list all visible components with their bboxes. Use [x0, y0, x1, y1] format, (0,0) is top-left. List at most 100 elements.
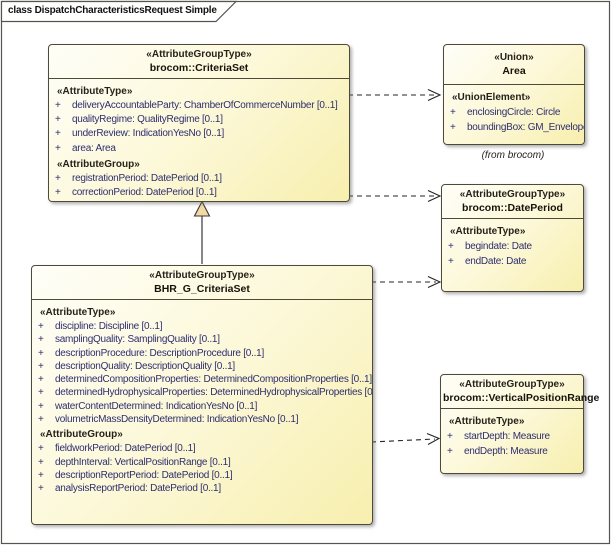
attribute-row: + endDepth: Measure: [447, 444, 581, 459]
class-box-brocom-criteriaset: «AttributeGroupType» brocom::CriteriaSet…: [48, 44, 350, 202]
class-name: brocom::CriteriaSet: [149, 62, 249, 74]
attribute-row: +descriptionQuality: DescriptionQuality …: [38, 360, 370, 373]
attribute-text: fieldworkPeriod: DatePeriod [0..1]: [55, 443, 196, 455]
class-stereotype: «AttributeGroupType»: [149, 270, 255, 281]
section-stereotype: «AttributeGroup»: [57, 158, 140, 170]
class-attributes: «AttributeType»+begindate: Date+endDate:…: [442, 219, 583, 269]
attribute-text: determinedHydrophysicalProperties: Deter…: [55, 387, 372, 399]
class-header: «AttributeGroupType» brocom::VerticalPos…: [441, 375, 600, 409]
class-attributes: «UnionElement» + enclosingCircle: Circle +b…: [444, 85, 584, 135]
generalization-arrow-bhr-criteriaset: [193, 200, 211, 264]
attribute-visibility: +: [38, 400, 44, 412]
attribute-text: depthInterval: VerticalPositionRange [0.…: [55, 456, 231, 468]
class-header: «AttributeGroupType» brocom::DatePeriod: [442, 185, 583, 219]
section-stereotype: «AttributeType»: [450, 226, 526, 237]
class-stereotype: «Union»: [494, 52, 534, 63]
attribute-visibility: +: [38, 443, 44, 455]
class-box-brocom-verticalpositionrange: «AttributeGroupType» brocom::VerticalPos…: [440, 374, 600, 474]
class-name: Area: [502, 65, 526, 77]
attribute-text: discipline: Discipline [0..1]: [55, 321, 163, 332]
attribute-visibility: +: [55, 172, 61, 184]
dependency-arrow-bhr-dateperiod: [371, 276, 442, 288]
attribute-text: analysisReportPeriod: DatePeriod [0..1]: [55, 483, 221, 495]
attribute-text: correctionPeriod: DatePeriod [0..1]: [72, 187, 217, 199]
attribute-text: determinedCompositionProperties: Determi…: [55, 374, 372, 386]
attribute-row: + qualityRegime: QualityRegime [0..1]: [55, 113, 347, 127]
attribute-row: +descriptionReportPeriod: DatePeriod [0.…: [38, 469, 370, 482]
class-name: brocom::VerticalPositionRange: [443, 392, 600, 404]
attribute-row: + correctionPeriod: DatePeriod [0..1]: [55, 186, 347, 200]
class-box-brocom-dateperiod: «AttributeGroupType» brocom::DatePeriod …: [441, 184, 584, 292]
attribute-text: waterContentDetermined: IndicationYesNo …: [55, 400, 258, 412]
dependency-arrow-criteriaset-area: [348, 89, 442, 101]
attribute-row: + enclosingCircle: Circle: [450, 105, 582, 120]
dependency-arrow-bhr-verticalpositionrange: [370, 432, 441, 445]
attribute-visibility: +: [38, 360, 44, 372]
generalization-triangle-icon: [193, 200, 211, 217]
attribute-row: + waterContentDetermined: IndicationYesNo…: [38, 400, 370, 413]
attribute-text: endDepth: Measure: [464, 446, 548, 457]
attribute-visibility: +: [38, 347, 44, 359]
attribute-row: + area: Area: [55, 142, 347, 156]
attribute-visibility: +: [38, 321, 44, 332]
attribute-row: + fieldworkPeriod: DatePeriod [0..1]: [38, 442, 370, 455]
attribute-text: qualityRegime: QualityRegime [0..1]: [72, 114, 223, 126]
attribute-text: startDepth: Measure: [464, 431, 550, 442]
attribute-visibility: +: [448, 256, 454, 267]
section-stereotype: «AttributeType»: [40, 307, 116, 318]
section-stereotype: «AttributeType»: [57, 86, 133, 97]
frame-title-tab: [0, 0, 238, 23]
diagram-title: class DispatchCharacteristicsRequest Sim…: [8, 5, 217, 16]
attribute-text: registrationPeriod: DatePeriod [0..1]: [72, 172, 222, 184]
section-stereotype: «UnionElement»: [452, 92, 531, 103]
attribute-row: + depthInterval: VerticalPositionRange [0…: [38, 456, 370, 469]
attribute-visibility: +: [55, 142, 61, 154]
attribute-text: enclosingCircle: Circle: [467, 107, 561, 118]
class-name: brocom::DatePeriod: [462, 202, 563, 214]
attribute-row: + startDepth: Measure: [447, 429, 581, 444]
class-name: BHR_G_CriteriaSet: [154, 283, 250, 295]
class-stereotype: «AttributeGroupType»: [459, 379, 565, 390]
attribute-row: + analysisReportPeriod: DatePeriod [0..1]: [38, 482, 370, 495]
attribute-visibility: +: [447, 431, 453, 442]
class-box-bhr-g-criteriaset: «AttributeGroupType» BHR_G_CriteriaSet «…: [31, 265, 373, 525]
attribute-text: descriptionProcedure: DescriptionProcedu…: [55, 347, 264, 359]
class-attributes: «AttributeType» + startDepth: Measure + endD…: [441, 409, 583, 459]
class-header: «AttributeGroupType» brocom::CriteriaSet: [49, 45, 349, 79]
attribute-visibility: +: [38, 414, 44, 426]
class-box-area: «Union» Area «UnionElement» + enclosingCir…: [443, 44, 585, 145]
dependency-arrow-criteriaset-dateperiod: [348, 190, 442, 202]
attribute-visibility: +: [55, 114, 61, 126]
attribute-visibility: +: [38, 483, 44, 495]
class-header: «Union» Area: [444, 45, 584, 85]
attribute-row: +boundingBox: GM_Envelope: [450, 120, 584, 135]
attribute-visibility: +: [38, 334, 44, 346]
attribute-visibility: +: [55, 100, 61, 111]
attribute-visibility: +: [38, 387, 44, 399]
attribute-text: boundingBox: GM_Envelope: [467, 122, 584, 133]
attribute-visibility: +: [38, 469, 44, 481]
attribute-row: + descriptionProcedure: DescriptionProced…: [38, 347, 370, 360]
attribute-visibility: +: [38, 374, 44, 386]
attribute-row: +begindate: Date: [448, 239, 581, 254]
attribute-visibility: +: [38, 456, 44, 468]
attribute-visibility: +: [447, 446, 453, 457]
attribute-row: +underReview: IndicationYesNo [0..1]: [55, 127, 347, 141]
class-header: «AttributeGroupType» BHR_G_CriteriaSet: [32, 266, 372, 300]
class-attributes: «AttributeType» +deliveryAccountableParty…: [49, 79, 349, 200]
attribute-visibility: +: [450, 107, 456, 118]
attribute-row: + discipline: Discipline [0..1]: [38, 320, 370, 333]
class-stereotype: «AttributeGroupType»: [146, 49, 252, 60]
attribute-text: endDate: Date: [465, 256, 527, 267]
section-stereotype: «AttributeType»: [449, 416, 525, 427]
attribute-row: +deliveryAccountableParty: ChamberOfComm…: [55, 99, 347, 113]
area-from-package-caption: (from brocom): [481, 150, 545, 161]
attribute-text: samplingQuality: SamplingQuality [0..1]: [55, 334, 220, 346]
attribute-row: + registrationPeriod: DatePeriod [0..1]: [55, 172, 347, 186]
attribute-visibility: +: [55, 187, 61, 199]
attribute-visibility: +: [448, 241, 454, 252]
attribute-text: area: Area: [72, 142, 116, 154]
